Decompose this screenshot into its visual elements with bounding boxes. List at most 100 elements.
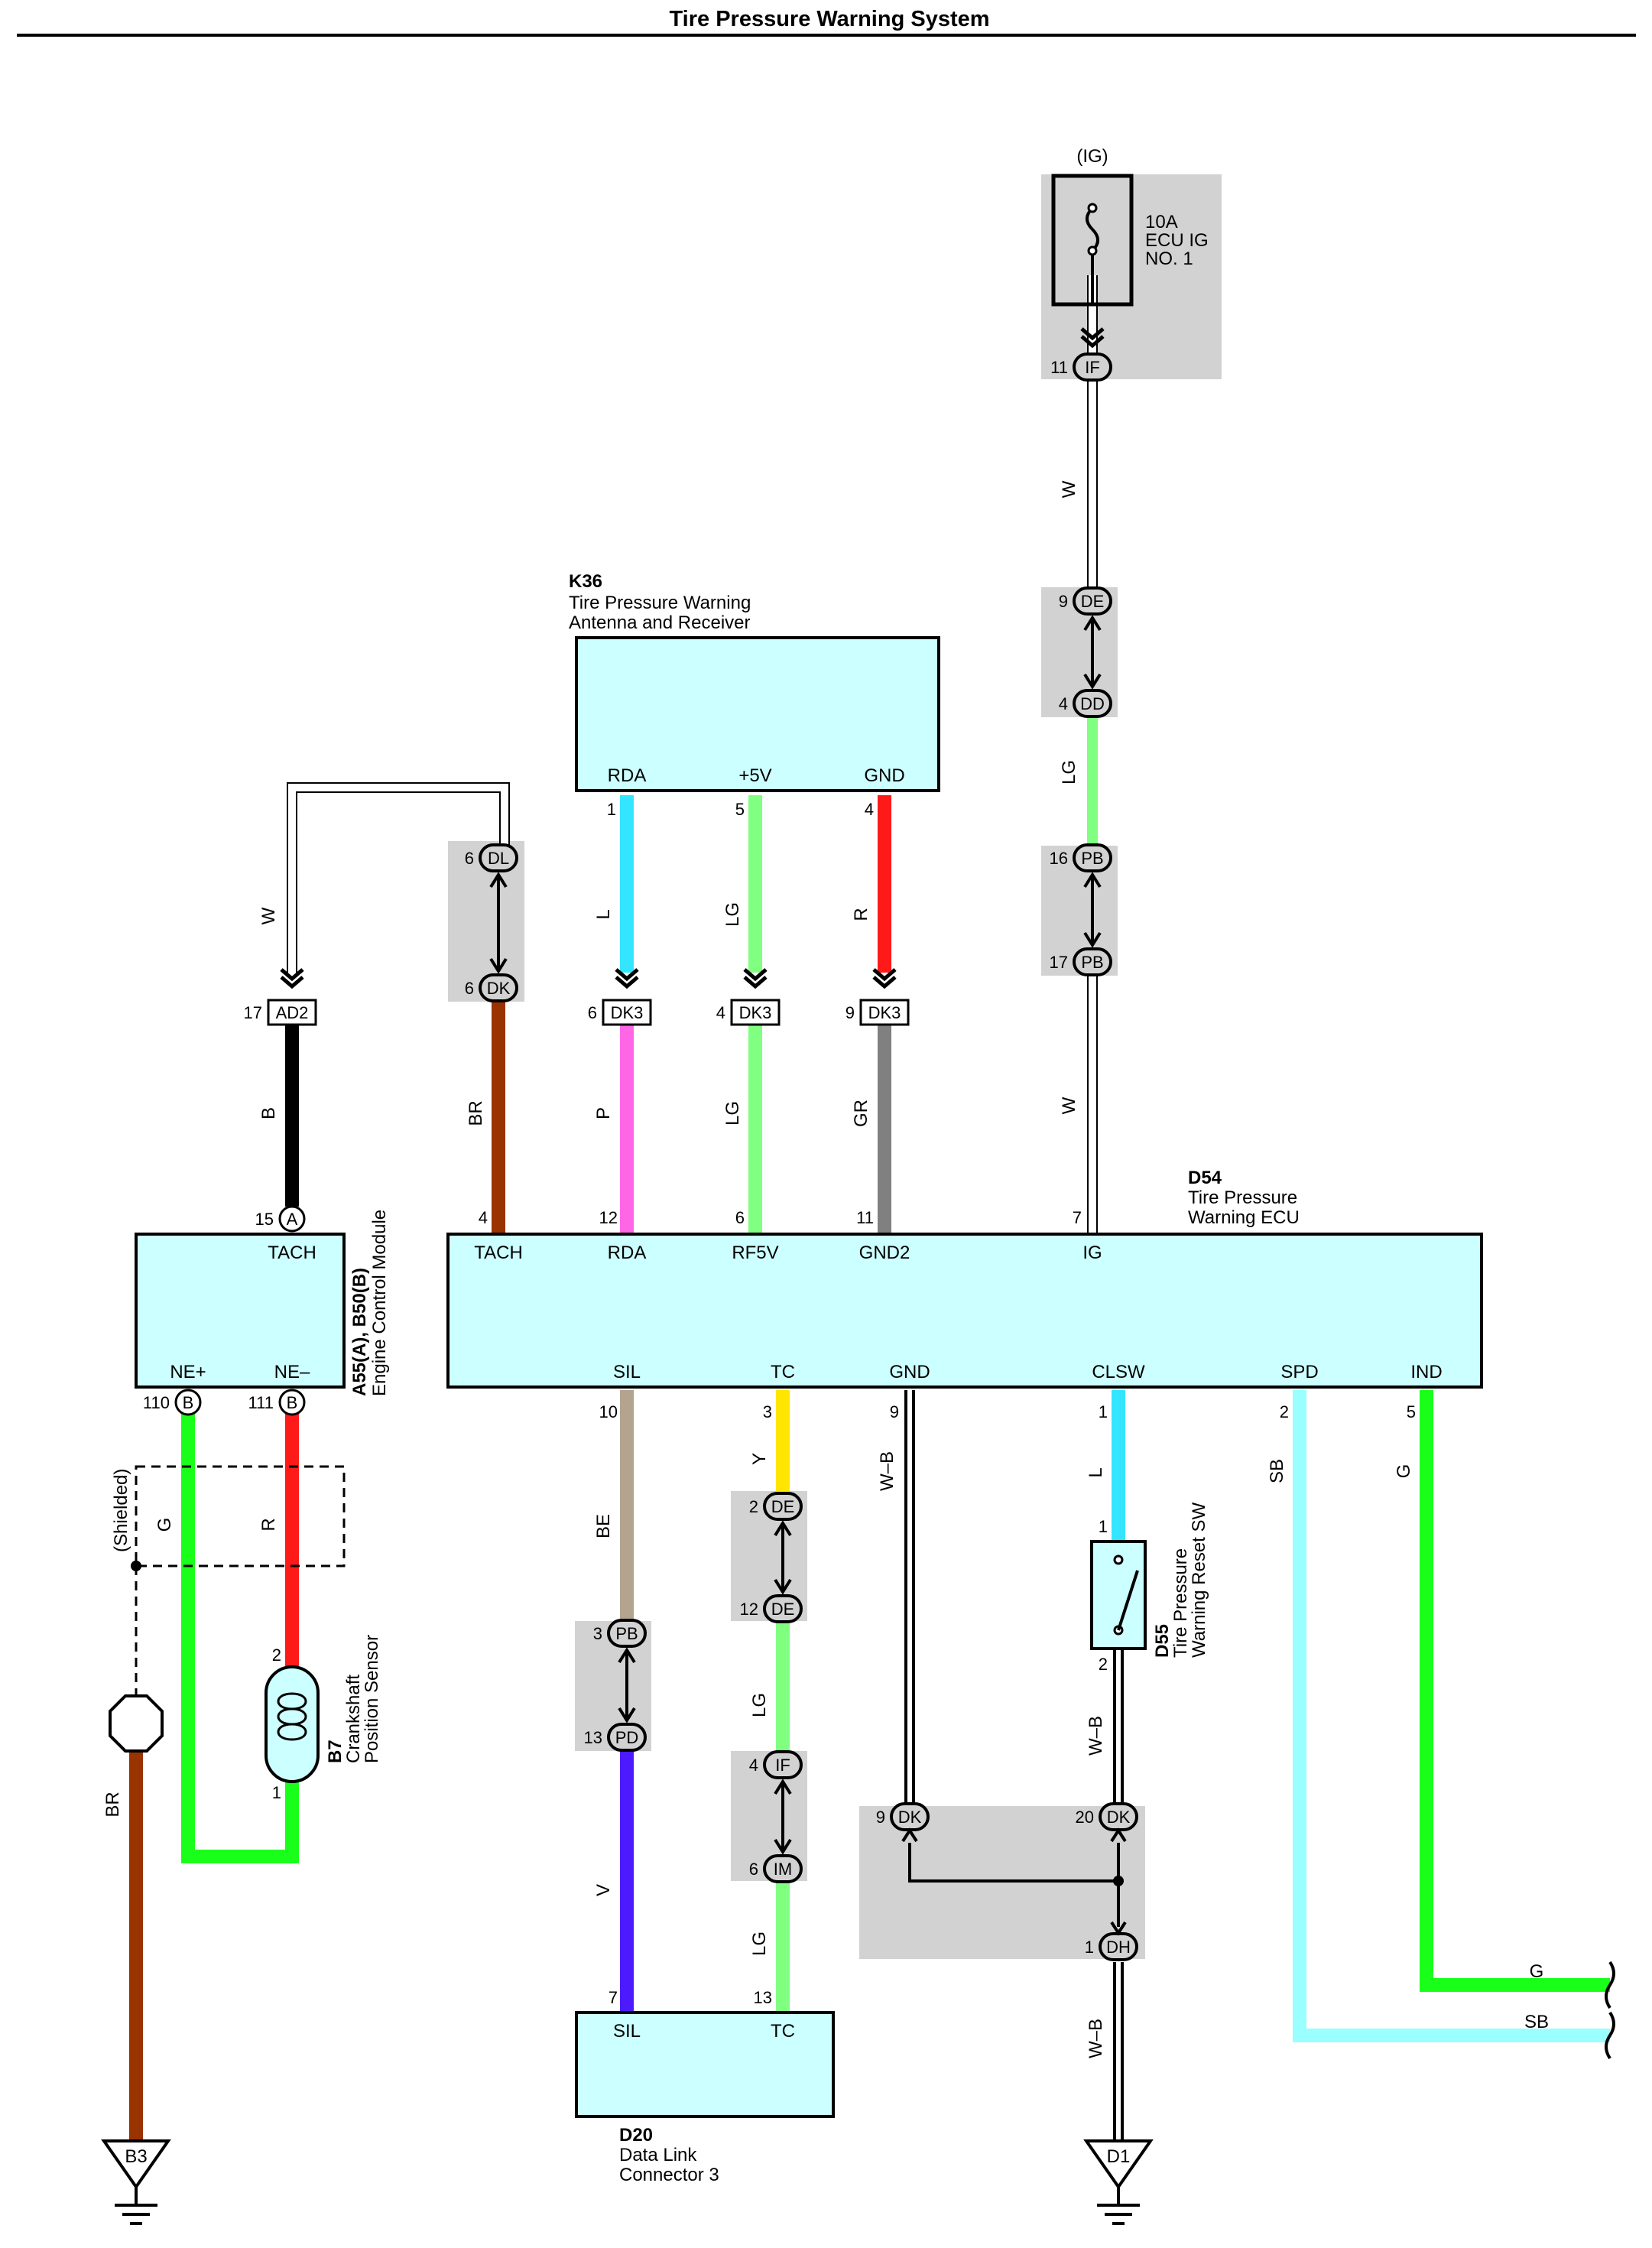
wire-label-lg_rf5v: LG (722, 1101, 743, 1126)
junction-arrow-icon (1110, 1921, 1127, 1936)
ground-d1-icon (1083, 2139, 1154, 2225)
connector-pin: 4 (749, 1756, 758, 1775)
ecm-code: A55(A), B50(B) (349, 1268, 370, 1396)
connector-code: DE (771, 1497, 795, 1516)
connector-de2: DE 2 (749, 1492, 803, 1521)
d20-name-2: Connector 3 (619, 2165, 719, 2185)
terminal-chevron-icon (280, 968, 304, 989)
pin-number-d54_tc: 3 (763, 1402, 772, 1421)
junction-dot (1113, 1876, 1124, 1886)
connector-pin: 4 (1059, 694, 1068, 713)
fuse-circuit: (IG) (1076, 146, 1108, 167)
d54-ecu-box (446, 1233, 1483, 1389)
wire-label-r_k36: R (851, 908, 871, 921)
connector-ecm_a: A15 (255, 1205, 306, 1233)
wire-ind-g (1420, 1390, 1610, 1992)
connector-pin: 3 (593, 1624, 602, 1643)
pin-number-b7_2: 2 (272, 1645, 281, 1665)
connector-pin: 110 (143, 1393, 170, 1412)
connector-code: DE (771, 1600, 795, 1619)
wire-label-p_rda: P (593, 1107, 614, 1119)
connector-dk6: DK6 (465, 973, 518, 1002)
connector-pin: 9 (1059, 592, 1068, 611)
shield-ground-octagon (109, 1694, 164, 1753)
ecm-terminal-ne-plus: NE+ (170, 1362, 206, 1382)
d54-terminal-tach: TACH (474, 1243, 523, 1263)
d54-terminal-tc: TC (771, 1362, 795, 1382)
connector-pin: 20 (1076, 1808, 1094, 1827)
pin-number-d54_sil: 10 (599, 1402, 618, 1421)
d20-connector-box (575, 2011, 835, 2118)
ground-b3-icon (101, 2139, 171, 2225)
mating-arrow-icon (489, 872, 508, 974)
d54-terminal-sil: SIL (613, 1362, 641, 1382)
connector-pin: 6 (749, 1860, 758, 1879)
mating-arrow-icon (1083, 615, 1102, 690)
pin-number-d54_spd: 2 (1280, 1402, 1289, 1421)
pin-number-d55_1: 1 (1099, 1517, 1108, 1536)
wire-label-g_ind: G (1394, 1464, 1414, 1479)
connector-im6: IM6 (749, 1854, 803, 1883)
pin-number-d20_tc: 13 (754, 1988, 772, 2007)
terminal-chevron-icon (872, 968, 897, 989)
ecm-terminal-ne-minus: NE– (274, 1362, 310, 1382)
pin-number-d55_2: 2 (1099, 1655, 1108, 1674)
connector-code: IF (1085, 358, 1100, 377)
connector-code: DH (1106, 1938, 1131, 1957)
pin-number-d20_sil: 7 (609, 1988, 618, 2007)
mating-arrow-icon (774, 1520, 792, 1595)
wire-label-b_tach: B (258, 1107, 279, 1119)
connector-code: DK (898, 1808, 922, 1827)
terminal-chevron-icon (1080, 327, 1105, 349)
wire-label-gr_gnd2: GR (851, 1100, 871, 1127)
wire-label-wb_gnd: W–B (877, 1451, 897, 1491)
k36-terminal-gnd: GND (864, 765, 904, 786)
connector-code: DK (1107, 1808, 1131, 1827)
d55-name-1: Tire Pressure (1170, 1548, 1191, 1658)
connector-pin: 1 (1085, 1938, 1094, 1957)
d55-name-2: Warning Reset SW (1189, 1502, 1209, 1658)
junction-arrow-icon (1110, 1827, 1127, 1843)
fuse-number: NO. 1 (1145, 249, 1193, 269)
k36-name-1: Tire Pressure Warning (569, 593, 751, 613)
mating-arrow-icon (618, 1647, 636, 1723)
connector-pin: 4 (716, 1003, 725, 1022)
wire-label-v_sil: V (593, 1884, 614, 1896)
connector-code: DK3 (739, 1003, 772, 1022)
pin-number-d54_gnd2: 11 (856, 1208, 874, 1227)
wire-label-w_top: W (1059, 480, 1079, 498)
wire-label-br_b3: BR (102, 1792, 123, 1817)
pin-number-k36_gnd: 4 (865, 800, 874, 819)
pin-number-d54_gnd: 9 (890, 1402, 899, 1421)
shield-box (135, 1465, 346, 1567)
pin-number-d54_tach: 4 (479, 1208, 488, 1227)
connector-pin: 16 (1050, 849, 1068, 868)
fuse-rating: 10A (1145, 212, 1178, 232)
d54-terminal-gnd2: GND2 (859, 1243, 910, 1263)
shielded-label: (Shielded) (111, 1469, 131, 1552)
wire-label-wb_d1: W–B (1086, 2019, 1106, 2058)
pin-number-k36_rda: 1 (607, 800, 616, 819)
ground-d1-label: D1 (1107, 2146, 1131, 2167)
k36-terminal-5v: +5V (738, 765, 771, 786)
connector-pin: 2 (749, 1497, 758, 1516)
wire-label-wb_d55: W–B (1086, 1716, 1106, 1756)
ecm-terminal-tach: TACH (268, 1243, 316, 1263)
connector-code: PB (1081, 953, 1103, 972)
k36-name-2: Antenna and Receiver (569, 612, 751, 633)
d54-code: D54 (1188, 1168, 1222, 1188)
connector-if4: IF4 (749, 1750, 803, 1779)
connector-pin: 13 (584, 1728, 602, 1747)
terminal-chevron-icon (615, 968, 639, 989)
connector-pb3: PB3 (593, 1619, 647, 1648)
b7-coil-icon (277, 1692, 307, 1741)
pin-number-d54_ig: 7 (1073, 1208, 1082, 1227)
fuse-name: ECU IG (1145, 230, 1209, 251)
wire-label-br_tach: BR (466, 1100, 486, 1126)
wire-label-lg_k36: LG (722, 902, 743, 927)
